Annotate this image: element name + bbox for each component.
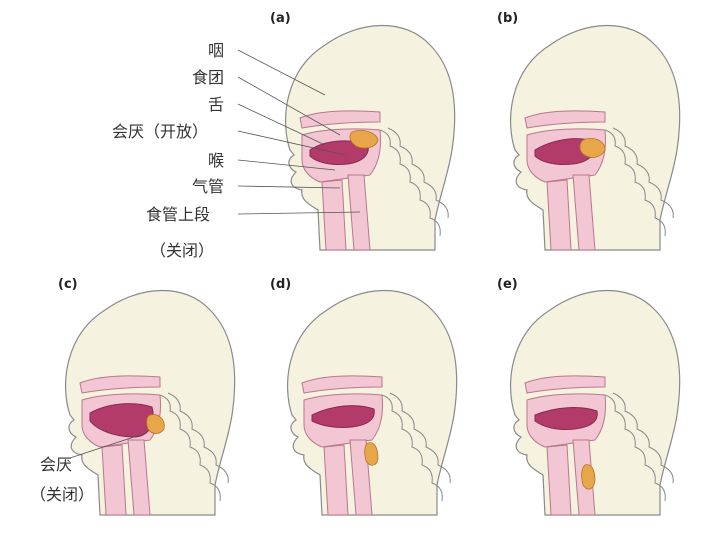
annotation-larynx: 喉 xyxy=(208,151,224,170)
panel-d xyxy=(286,289,458,516)
annotation-epiglottis-open: 会厌（开放） xyxy=(112,122,208,141)
annotation-pharynx: 咽 xyxy=(208,41,224,60)
annotation-bolus: 食团 xyxy=(192,68,224,87)
panel-label-e: (e) xyxy=(497,277,518,292)
leader-line-c xyxy=(69,434,141,459)
bolus-shape xyxy=(581,464,596,490)
annotation-closed-a: （关闭） xyxy=(150,241,214,260)
panel-a xyxy=(284,24,456,251)
tongue-shape xyxy=(311,405,375,428)
annotation-epiglottis: 会厌 xyxy=(40,455,72,474)
bolus-shape xyxy=(146,414,165,434)
panel-label-d: (d) xyxy=(270,277,291,292)
bolus-shape xyxy=(349,130,379,149)
leader-lines-a xyxy=(237,49,361,215)
annotation-closed-c: （关闭） xyxy=(30,485,94,504)
panel-label-b: (b) xyxy=(497,11,518,26)
panel-label-a: (a) xyxy=(270,11,291,26)
bolus-shape xyxy=(364,442,379,466)
tongue-shape xyxy=(309,140,369,165)
annotation-trachea: 气管 xyxy=(192,177,224,196)
annotation-tongue: 舌 xyxy=(208,95,224,114)
tongue-shape xyxy=(534,407,598,430)
annotation-upper-esophagus: 食管上段 xyxy=(146,205,210,224)
panel-label-c: (c) xyxy=(58,277,78,292)
bolus-shape xyxy=(579,138,606,158)
panel-e xyxy=(509,289,681,516)
panel-c xyxy=(64,289,236,516)
panel-b xyxy=(509,24,681,251)
